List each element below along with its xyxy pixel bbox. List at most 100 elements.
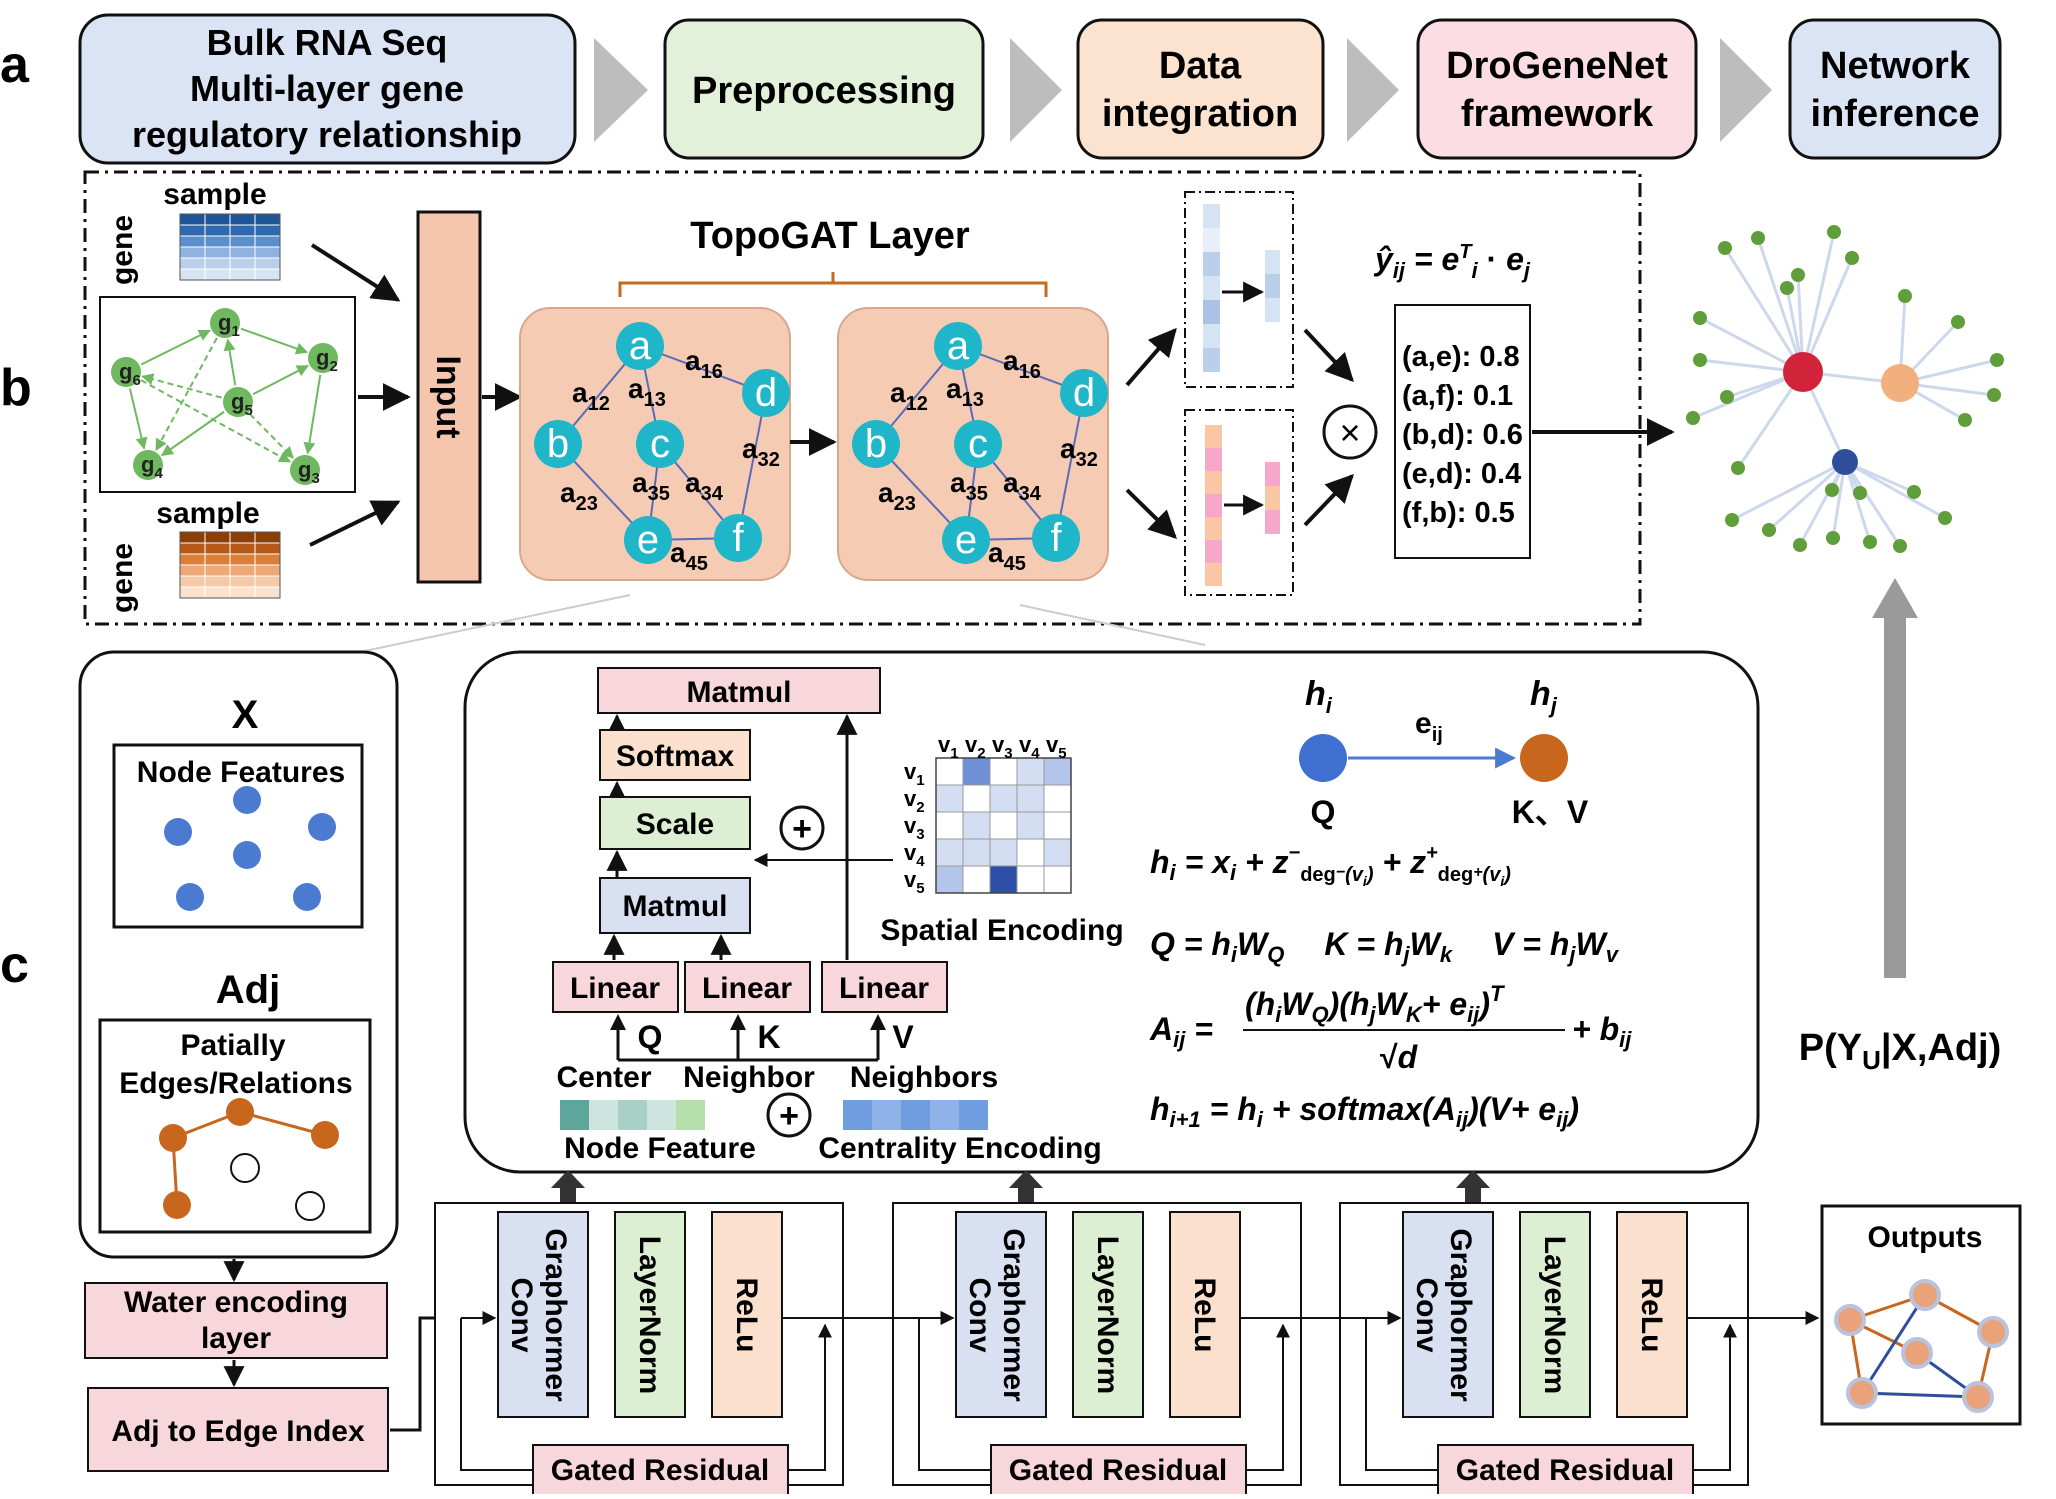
pipeline-box-1-line-3: regulatory relationship [132,114,522,155]
embedding-box-bottom [1184,409,1294,596]
gated-residual-label-2: Gated Residual [1009,1454,1227,1487]
network-edge [1843,461,1902,547]
node-feature-cell [589,1100,618,1130]
matrix-top-cell [204,268,231,281]
score-formula: ŷij = eTi · ej [1373,241,1531,283]
matrix-top-cell [179,246,206,259]
pipeline-box-1 [78,13,577,165]
layer-up-arrow-head-1 [551,1170,585,1188]
inferred-network [1686,225,2004,553]
output-node [1962,1381,1994,1413]
qkv-input-lines [616,1020,880,1062]
score-pair: (a,f): 0.1 [1402,380,1513,412]
edges-label-line-2: Edges/Relations [119,1067,352,1100]
hi-node [1299,734,1347,782]
product-circle [1322,404,1378,460]
attention-module-box [463,650,1760,1174]
gene-graph-edge [140,379,292,463]
residual-path-2 [918,1318,991,1471]
network-leaf-node [1693,311,1707,325]
matrix-top-gene-label: gene [106,215,139,285]
topogat-node-label-a: a [629,324,652,368]
output-node [1977,1316,2009,1348]
embedding-bottom-cell [1205,494,1222,517]
adj-node-filled [226,1098,254,1126]
topogat-node-label-b: b [865,422,887,466]
pipeline-box-3 [1076,18,1325,160]
plus-circle-spatial [779,805,825,851]
edge-illustration: hi hj eij Q K、V [1299,675,1589,830]
network-leaf-node [1825,483,1839,497]
matrix-bottom-cell [204,542,231,555]
relu-3 [1616,1211,1688,1418]
embedding-bottom-cell [1205,448,1222,471]
matrix-bottom-sample-label: sample [156,497,259,530]
score-pair: (e,d): 0.4 [1402,458,1521,490]
gated-residual-label-1: Gated Residual [551,1454,769,1487]
layer-up-arrow-head-3 [1456,1170,1490,1188]
probability-arrow-shaft [1884,608,1906,978]
network-leaf-node [1686,411,1700,425]
spatial-matrix-cell [989,865,1018,894]
arrow-matrix-top-to-input [310,243,401,302]
network-edge [1844,460,1946,520]
linear-label-k: Linear [702,972,792,1005]
centrality-encoding-label: Centrality Encoding [818,1132,1101,1165]
q-label: Q [638,1019,663,1055]
pipeline-arrow-1 [594,38,648,142]
residual-return-2 [1246,1323,1290,1471]
topogat-node-label-c: c [650,422,670,466]
network-leaf-node [1793,538,1807,552]
layernorm-3 [1519,1211,1591,1418]
topogat-node-c [636,420,684,468]
network-edge [1767,460,1847,532]
spatial-matrix-cell [1043,757,1072,786]
output-node [1846,1377,1878,1409]
expression-matrix-bottom: sample gene [106,497,281,613]
adj-to-edge-index [87,1387,389,1472]
adj-title: Adj [216,968,280,1012]
spatial-matrix-cell [1043,784,1072,813]
embedding-top-right-cell [1265,250,1280,274]
adj-node-filled [159,1124,187,1152]
pipeline-arrow-3 [1347,38,1399,142]
matrix-bottom-cell [229,553,256,566]
network-hub-orange [1881,364,1919,402]
spatial-matrix-cell [989,784,1018,813]
matrix-top-cell [229,257,256,270]
matrix-bottom-cell [179,542,206,555]
water-encoding-layer [84,1282,388,1359]
outputs-label: Outputs [1868,1221,1983,1254]
matrix-top-cell [254,235,281,248]
gene-graph-edge [155,337,218,452]
residual-return-3 [1693,1323,1737,1471]
spatial-matrix-cell [935,784,964,813]
topogat-title: TopoGAT Layer [690,215,970,257]
output-edge-blue [1860,1294,1927,1394]
network-edge [1843,461,1872,543]
gene-node-g2 [308,343,338,373]
svg-text:√d: √d [1380,1039,1419,1075]
gene-graph-edge [141,373,222,399]
matrix-bottom-cell [254,575,281,588]
gated-residual-label-3: Gated Residual [1456,1454,1674,1487]
embedding-bottom-cell [1205,563,1222,586]
gene-graph-edge [303,374,322,455]
network-leaf-node [1731,461,1745,475]
matrix-bottom-cell [229,586,256,599]
adj-node-filled [163,1191,191,1219]
matrix-top-cell [254,268,281,281]
matmul-bottom-block [599,877,751,934]
embedding-top-cell [1203,252,1220,276]
linear-label-q: Linear [570,972,660,1005]
spatial-matrix-cell [935,811,964,840]
matrix-bottom-cell [229,531,256,544]
topogat-node-e [624,516,672,564]
matrix-top-cell [229,213,256,226]
spatial-matrix-cell [935,865,964,894]
centrality-cell [872,1100,901,1130]
network-leaf-node [1938,511,1952,525]
spatial-matrix-cell [962,838,991,867]
pipeline-box-2 [663,18,985,160]
spatial-matrix-cell [962,784,991,813]
